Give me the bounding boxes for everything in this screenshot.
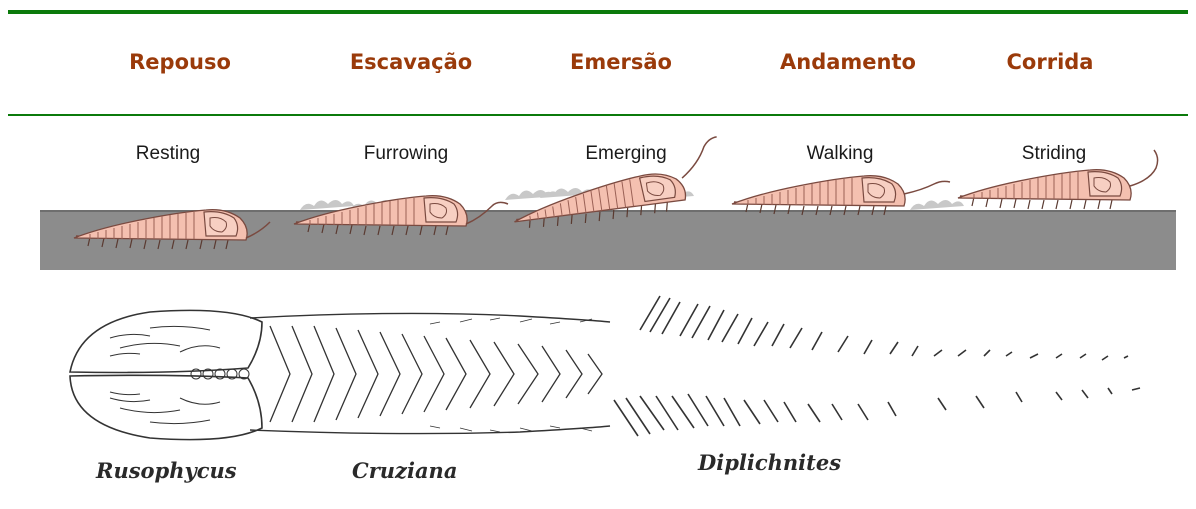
stage-label-en-resting: Resting bbox=[135, 143, 201, 164]
rusophycus-trace bbox=[69, 309, 263, 441]
trilobite-furrowing bbox=[293, 194, 509, 236]
stage-label-en-emerging: Emerging bbox=[585, 143, 667, 164]
stage-label-pt-striding: Corrida bbox=[1006, 50, 1094, 74]
ground-surface-line bbox=[40, 210, 1176, 212]
stage-label-pt-walking: Andamento bbox=[780, 50, 916, 74]
label-rusophycus: Rusophycus bbox=[96, 458, 237, 483]
trilobite-walking bbox=[731, 174, 951, 216]
label-cruziana: Cruziana bbox=[352, 458, 458, 483]
stage-label-en-walking: Walking bbox=[806, 143, 874, 164]
cruziana-trace bbox=[249, 312, 611, 435]
label-diplichnites: Diplichnites bbox=[698, 450, 842, 475]
stage-label-en-furrowing: Furrowing bbox=[363, 143, 449, 164]
stage-label-pt-resting: Repouso bbox=[129, 50, 231, 74]
top-rule bbox=[8, 10, 1188, 14]
trilobite-emerging bbox=[509, 136, 717, 234]
middle-rule bbox=[8, 114, 1188, 116]
diplichnites-trace bbox=[613, 295, 1141, 437]
trilobite-resting bbox=[73, 208, 271, 250]
stage-label-pt-emerging: Emersão bbox=[570, 50, 672, 74]
stage-label-pt-furrowing: Escavação bbox=[349, 50, 473, 74]
stage-label-en-striding: Striding bbox=[1021, 143, 1087, 164]
trilobite-striding bbox=[957, 149, 1159, 210]
